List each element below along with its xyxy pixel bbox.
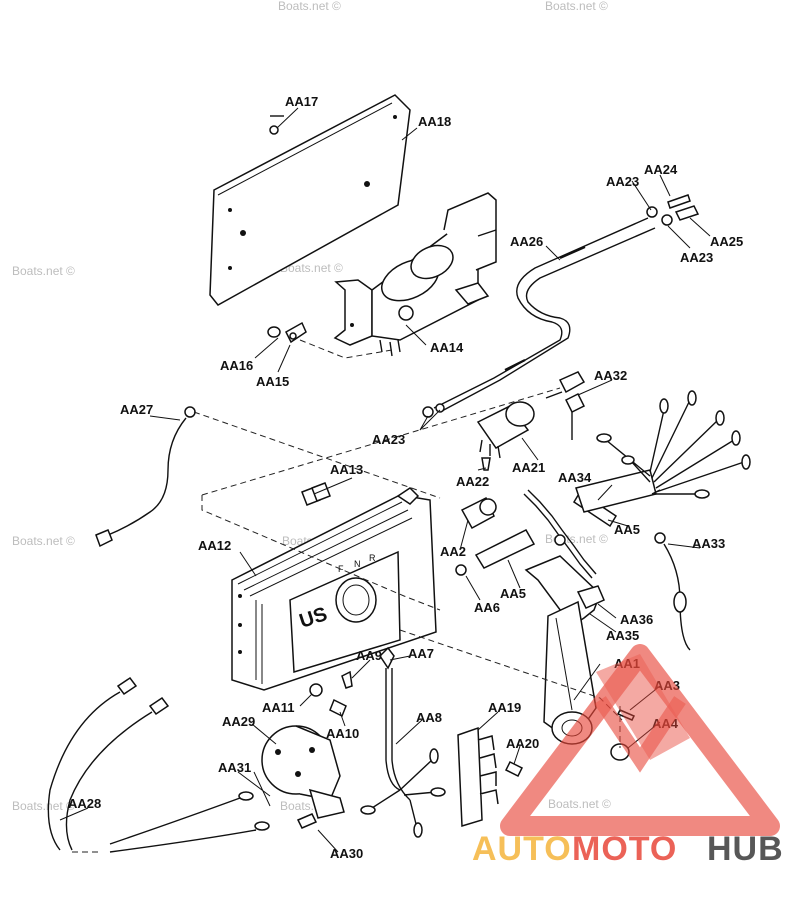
label-aa7: AA7 <box>408 646 434 661</box>
label-aa5: AA5 <box>614 522 640 537</box>
watermark: Boats.net © <box>12 264 75 278</box>
label-aa11: AA11 <box>262 700 295 715</box>
clip <box>301 482 331 506</box>
label-aa16: AA16 <box>220 358 253 373</box>
logo-text-hub: HUB <box>707 830 784 868</box>
screw <box>269 115 284 135</box>
label-aa22: AA22 <box>456 474 489 489</box>
label-aa23: AA23 <box>372 432 405 447</box>
label-aa17: AA17 <box>285 94 318 109</box>
nut <box>455 564 467 576</box>
label-aa8: AA8 <box>416 710 442 725</box>
label-aa20: AA20 <box>506 736 539 751</box>
part-labels: AA17 AA18 AA23 AA24 AA25 AA23 AA26 AA14 … <box>68 94 743 861</box>
label-aa32: AA32 <box>594 368 627 383</box>
watermark: Boats.net © <box>12 534 75 548</box>
label-aa30: AA30 <box>330 846 363 861</box>
screw <box>504 760 524 778</box>
label-aa5: AA5 <box>500 586 526 601</box>
watermark: Boats.net © <box>280 261 343 275</box>
label-aa21: AA21 <box>512 460 545 475</box>
ignition-switch <box>476 401 535 459</box>
gauge-leads <box>47 676 270 853</box>
neutral-switch <box>460 496 497 530</box>
cable-end-parts <box>646 194 700 226</box>
key <box>545 371 586 440</box>
panel-letter-r: R <box>369 553 376 563</box>
screw <box>341 670 353 689</box>
panel-letter-f: F <box>338 564 344 574</box>
screw <box>616 709 636 721</box>
label-aa28: AA28 <box>68 796 101 811</box>
label-aa18: AA18 <box>418 114 451 129</box>
label-aa23: AA23 <box>606 174 639 189</box>
label-aa33: AA33 <box>692 536 725 551</box>
label-aa6: AA6 <box>474 600 500 615</box>
label-aa13: AA13 <box>330 462 363 477</box>
watermark: Boats.net © <box>12 799 75 813</box>
label-aa19: AA19 <box>488 700 521 715</box>
label-aa24: AA24 <box>644 162 678 177</box>
wire-lead <box>654 532 691 651</box>
wire-harness <box>360 646 446 838</box>
label-aa34: AA34 <box>558 470 592 485</box>
label-aa15: AA15 <box>256 374 289 389</box>
nut <box>267 326 281 338</box>
label-aa12: AA12 <box>198 538 231 553</box>
control-cables <box>433 217 656 413</box>
panel-letter-n: N <box>354 559 361 569</box>
control-housing: US F N R <box>231 487 437 691</box>
automotohub-logo: AUTO MOTO HUB <box>472 644 784 868</box>
watermark: Boats.net © <box>545 0 608 13</box>
watermark: Boats.net © <box>278 0 341 13</box>
mounting-plate <box>209 94 411 306</box>
leader-lines <box>59 107 711 853</box>
washer <box>309 683 323 697</box>
label-aa31: AA31 <box>218 760 251 775</box>
spacer-tube <box>474 529 536 569</box>
trim-gauge <box>261 725 345 819</box>
label-aa26: AA26 <box>510 234 543 249</box>
label-aa27: AA27 <box>120 402 153 417</box>
nut <box>422 403 445 418</box>
label-aa35: AA35 <box>606 628 639 643</box>
logo-text-moto: MOTO <box>572 830 677 868</box>
label-aa10: AA10 <box>326 726 359 741</box>
screw <box>481 457 491 471</box>
label-aa23: AA23 <box>680 250 713 265</box>
label-aa36: AA36 <box>620 612 653 627</box>
wire-lead <box>95 406 196 548</box>
label-aa2: AA2 <box>440 544 466 559</box>
screw <box>296 813 318 829</box>
label-aa25: AA25 <box>710 234 743 249</box>
chain <box>523 489 597 579</box>
watermark: Boats.net © <box>548 797 611 811</box>
label-aa29: AA29 <box>222 714 255 729</box>
label-aa9: AA9 <box>356 648 382 663</box>
shift-mechanism <box>333 192 497 357</box>
wiring-harness <box>575 390 751 513</box>
mounting-bracket <box>285 321 307 344</box>
terminal-block <box>457 726 499 827</box>
logo-text-auto: AUTO <box>472 830 572 868</box>
label-aa14: AA14 <box>430 340 464 355</box>
screw <box>329 698 347 718</box>
